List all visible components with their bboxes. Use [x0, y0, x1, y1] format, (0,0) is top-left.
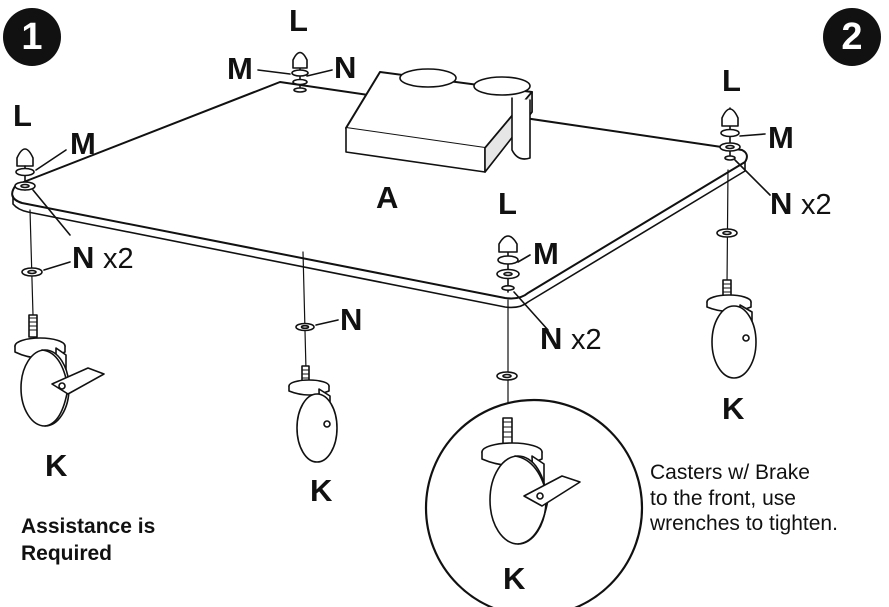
label-k-front-left: K	[45, 448, 68, 483]
assistance-note-line-2: Required	[21, 542, 113, 566]
assistance-note-line-1: Assistance is	[21, 515, 156, 538]
step-1-badge: 1	[3, 8, 61, 66]
label-n-left-letter: N	[72, 240, 95, 275]
part-a-cup-holder	[345, 68, 533, 173]
alignment-lines	[29, 169, 729, 421]
caster-brake-note: Casters w/ Brake to the front, use wrenc…	[650, 460, 838, 537]
caster-note-line-3: wrenches to tighten.	[650, 512, 838, 536]
label-n-right: N x2	[770, 188, 832, 220]
caster-note-line-2: to the front, use	[650, 486, 796, 510]
label-m-front: M	[533, 236, 559, 271]
label-n-right-qty: x2	[801, 189, 832, 221]
caster-rear-right	[706, 279, 757, 379]
label-m-right: M	[768, 120, 794, 155]
hardware-stack-front	[496, 235, 549, 331]
step-2-badge: 2	[823, 8, 881, 66]
caster-rear-left	[288, 365, 338, 463]
base-panel	[11, 81, 748, 309]
caster-front-left	[14, 314, 105, 427]
label-n-left: N x2	[72, 242, 134, 274]
label-l-front: L	[498, 186, 517, 221]
label-n-front-qty: x2	[571, 324, 602, 356]
hardware-stack-right	[719, 107, 771, 196]
label-a: A	[376, 180, 399, 215]
label-l-rear: L	[289, 3, 308, 38]
label-m-rear: M	[227, 51, 253, 86]
label-n-center: N	[340, 302, 363, 337]
label-n-rear: N	[334, 50, 357, 85]
step-2-number: 2	[841, 15, 863, 58]
label-n-right-letter: N	[770, 186, 793, 221]
caster-note-line-1: Casters w/ Brake	[650, 461, 810, 484]
hardware-stack-left	[14, 148, 71, 236]
label-n-front: N x2	[540, 323, 602, 355]
step-1-number: 1	[21, 15, 43, 58]
label-n-front-letter: N	[540, 321, 563, 356]
lower-washers	[21, 228, 738, 381]
label-k-detail: K	[503, 561, 526, 596]
label-k-rear-right: K	[722, 391, 745, 426]
label-n-left-qty: x2	[103, 243, 134, 275]
label-l-left: L	[13, 98, 32, 133]
detail-callout-circle	[424, 398, 644, 607]
label-l-right: L	[722, 63, 741, 98]
assistance-note: Assistance is Required	[21, 513, 155, 568]
hardware-stack-rear-center	[257, 51, 333, 93]
label-k-rear-left: K	[310, 473, 333, 508]
label-m-left: M	[70, 126, 96, 161]
